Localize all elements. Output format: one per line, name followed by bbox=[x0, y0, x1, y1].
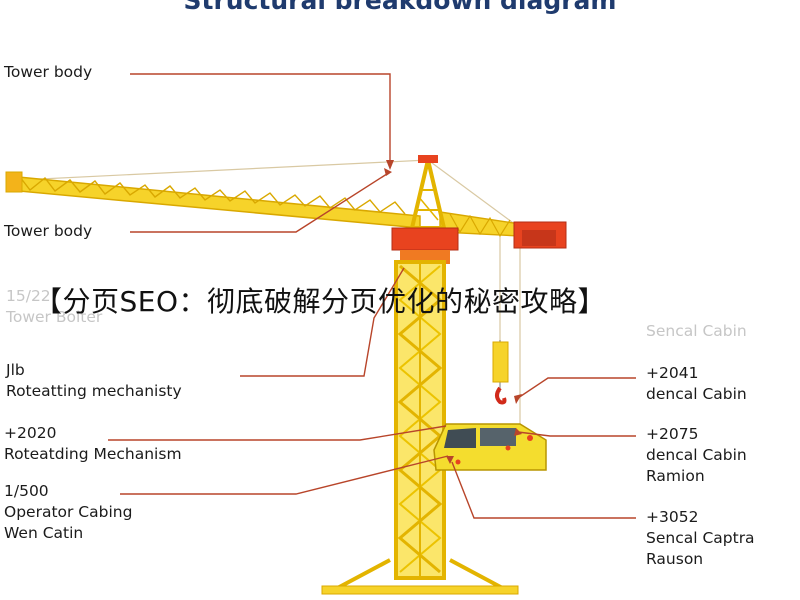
operator-cabin bbox=[433, 423, 547, 471]
label-text: Tower Bolter bbox=[6, 308, 103, 326]
crane-base bbox=[321, 558, 519, 595]
label-2075-cabin: +2075 dencal Cabin Ramion bbox=[646, 424, 747, 487]
label-code: +3052 bbox=[646, 508, 699, 526]
jib-boom bbox=[5, 171, 421, 229]
label-code: 1/500 bbox=[4, 482, 49, 500]
arrowheads bbox=[384, 160, 522, 464]
label-jib-rotating: Jlb Roteatting mechanisty bbox=[6, 360, 182, 402]
label-code: Jlb bbox=[6, 361, 25, 379]
slewing-unit bbox=[391, 227, 459, 264]
label-code: +2041 bbox=[646, 364, 699, 382]
label-rotating-mechanism: +2020 Roteatding Mechanism bbox=[4, 423, 182, 465]
diagram-title: Structural breakdown diagram bbox=[183, 0, 617, 15]
label-text: dencal Cabin bbox=[646, 446, 747, 464]
label-tower-bolter: 15/22 Tower Bolter bbox=[6, 286, 102, 328]
label-text: Tower body bbox=[4, 63, 93, 81]
label-text-2: Wen Catin bbox=[4, 524, 84, 542]
label-text-2: Rauson bbox=[646, 550, 704, 568]
label-code: +2020 bbox=[4, 424, 57, 442]
overlay-banner-text: 【分页SEO：彻底破解分页优化的秘密攻略】 bbox=[34, 285, 607, 318]
counter-jib bbox=[439, 211, 567, 249]
tower-mast bbox=[394, 260, 446, 580]
label-text: Sencal Captra bbox=[646, 529, 755, 547]
label-sencal-cabin: Sencal Cabin bbox=[646, 321, 747, 342]
label-text-2: Ramion bbox=[646, 467, 705, 485]
label-2041-cabin: +2041 dencal Cabin bbox=[646, 363, 747, 405]
label-text: Tower body bbox=[4, 222, 93, 240]
label-code: 15/22 bbox=[6, 287, 51, 305]
label-text: Roteatting mechanisty bbox=[6, 382, 182, 400]
label-tower-body: Tower body bbox=[4, 221, 92, 242]
label-text: dencal Cabin bbox=[646, 385, 747, 403]
label-text: Sencal Cabin bbox=[646, 322, 747, 340]
label-3052-captra: +3052 Sencal Captra Rauson bbox=[646, 507, 755, 570]
label-text: Roteatding Mechanism bbox=[4, 445, 182, 463]
label-operator-cabin: 1/500 Operator Cabing Wen Catin bbox=[4, 481, 132, 544]
leader-lines bbox=[108, 73, 636, 519]
label-text: Operator Cabing bbox=[4, 503, 133, 521]
label-code: +2075 bbox=[646, 425, 699, 443]
hook-block bbox=[492, 340, 509, 405]
label-tower-body-top: Tower body bbox=[4, 62, 92, 83]
